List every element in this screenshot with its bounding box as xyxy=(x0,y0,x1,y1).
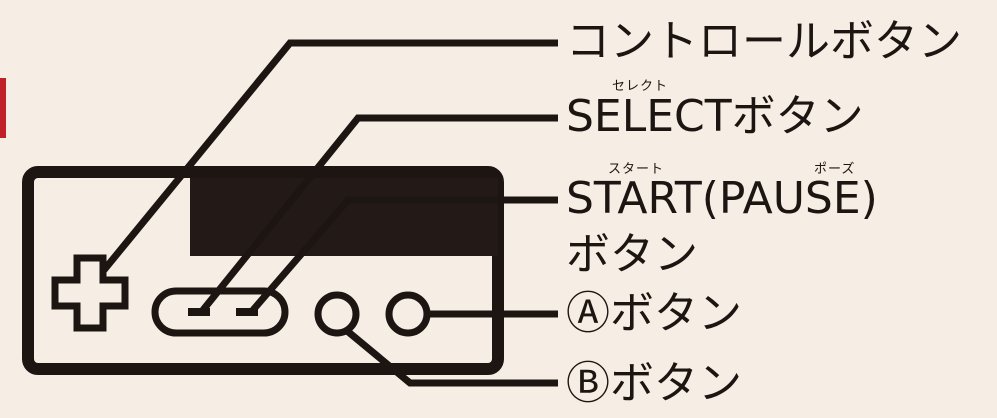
a-button-circle xyxy=(385,291,431,337)
controller-body-outline xyxy=(22,166,504,375)
b-button-label: Ⓑボタン xyxy=(566,358,742,409)
select-leader-line xyxy=(200,114,558,313)
b-leader-line xyxy=(343,327,558,387)
start-button-suffix: ボタン xyxy=(566,229,698,280)
select-button-slot xyxy=(188,308,210,316)
pause-ruby: ポーズ xyxy=(814,162,856,177)
start-ruby: スタート xyxy=(608,162,665,177)
a-button-label: Ⓐボタン xyxy=(566,288,742,339)
control-button-label: コントロールボタン xyxy=(566,16,962,67)
start-button-slot xyxy=(236,308,258,316)
select-ruby: セレクト xyxy=(612,79,669,94)
b-button-circle xyxy=(314,291,360,337)
red-page-edge xyxy=(0,78,6,138)
controller-label-plate xyxy=(190,178,498,256)
start-pause-label: START(PAUSE) xyxy=(566,173,878,224)
select-button-label: SELECTボタン xyxy=(566,91,864,142)
dpad-icon xyxy=(51,254,129,332)
control-leader-line xyxy=(101,39,558,273)
start-leader-line xyxy=(250,196,558,313)
